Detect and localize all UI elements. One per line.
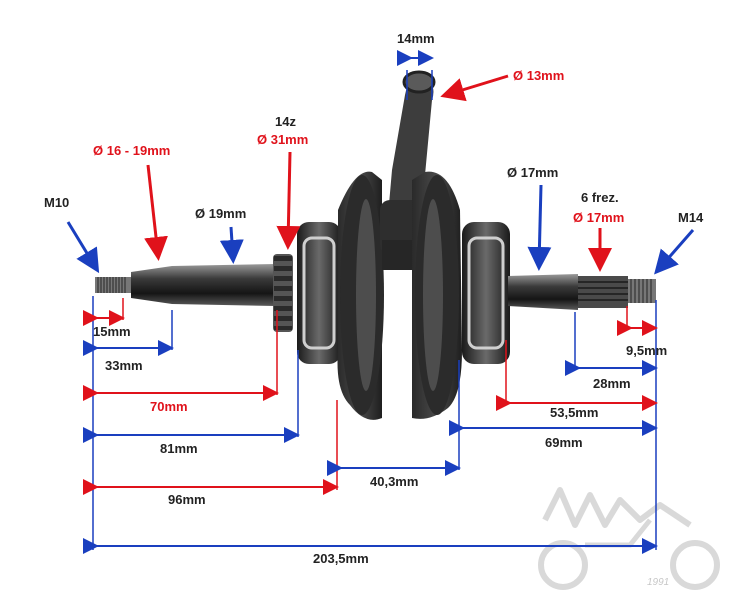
dim-40-3mm: 40,3mm: [370, 474, 418, 489]
left-bearing: [297, 222, 341, 364]
right-shaft: [508, 274, 578, 310]
left-thread: [95, 277, 133, 293]
label-rod-width: 14mm: [397, 31, 435, 46]
dim-70mm: 70mm: [150, 399, 188, 414]
label-dia-16-19: Ø 16 - 19mm: [93, 143, 170, 158]
dim-53-5mm: 53,5mm: [550, 405, 598, 420]
dimension-lines: [83, 50, 658, 554]
label-teeth: 14z: [275, 114, 296, 129]
dim-203-5mm: 203,5mm: [313, 551, 369, 566]
dim-28mm: 28mm: [593, 376, 631, 391]
crankshaft: [95, 70, 656, 420]
dim-33mm: 33mm: [105, 358, 143, 373]
label-dia-19: Ø 19mm: [195, 206, 246, 221]
label-m10: M10: [44, 195, 69, 210]
pointer-arrows: [66, 74, 695, 275]
splined-section: [578, 276, 628, 308]
right-bearing: [462, 222, 510, 364]
label-m14: M14: [678, 210, 704, 225]
label-dia-17b: Ø 17mm: [573, 210, 624, 225]
dim-69mm: 69mm: [545, 435, 583, 450]
label-dia-31: Ø 31mm: [257, 132, 308, 147]
crank-pin: [382, 240, 412, 270]
label-frez: 6 frez.: [581, 190, 619, 205]
label-dia-17: Ø 17mm: [507, 165, 558, 180]
dim-81mm: 81mm: [160, 441, 198, 456]
logo-year: 1991: [647, 577, 669, 588]
brand-logo: 1991: [538, 487, 720, 590]
dim-9-5mm: 9,5mm: [626, 343, 667, 358]
dim-96mm: 96mm: [168, 492, 206, 507]
right-thread: [628, 279, 656, 303]
dim-15mm: 15mm: [93, 324, 131, 339]
left-taper-shaft: [131, 264, 275, 306]
label-dia-13: Ø 13mm: [513, 68, 564, 83]
drive-gear: [273, 254, 293, 332]
